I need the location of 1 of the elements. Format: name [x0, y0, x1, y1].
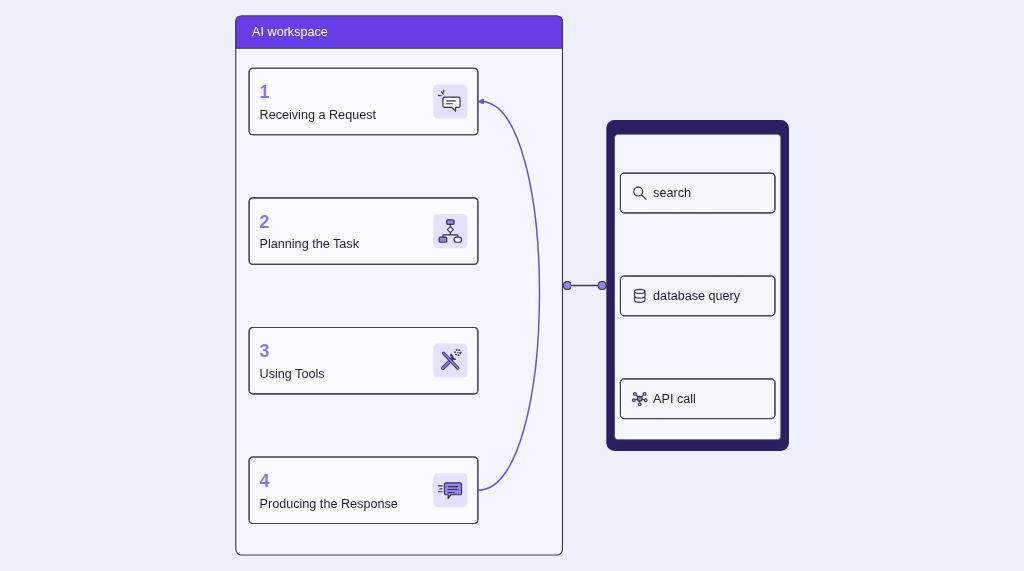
arrow [477, 99, 541, 491]
